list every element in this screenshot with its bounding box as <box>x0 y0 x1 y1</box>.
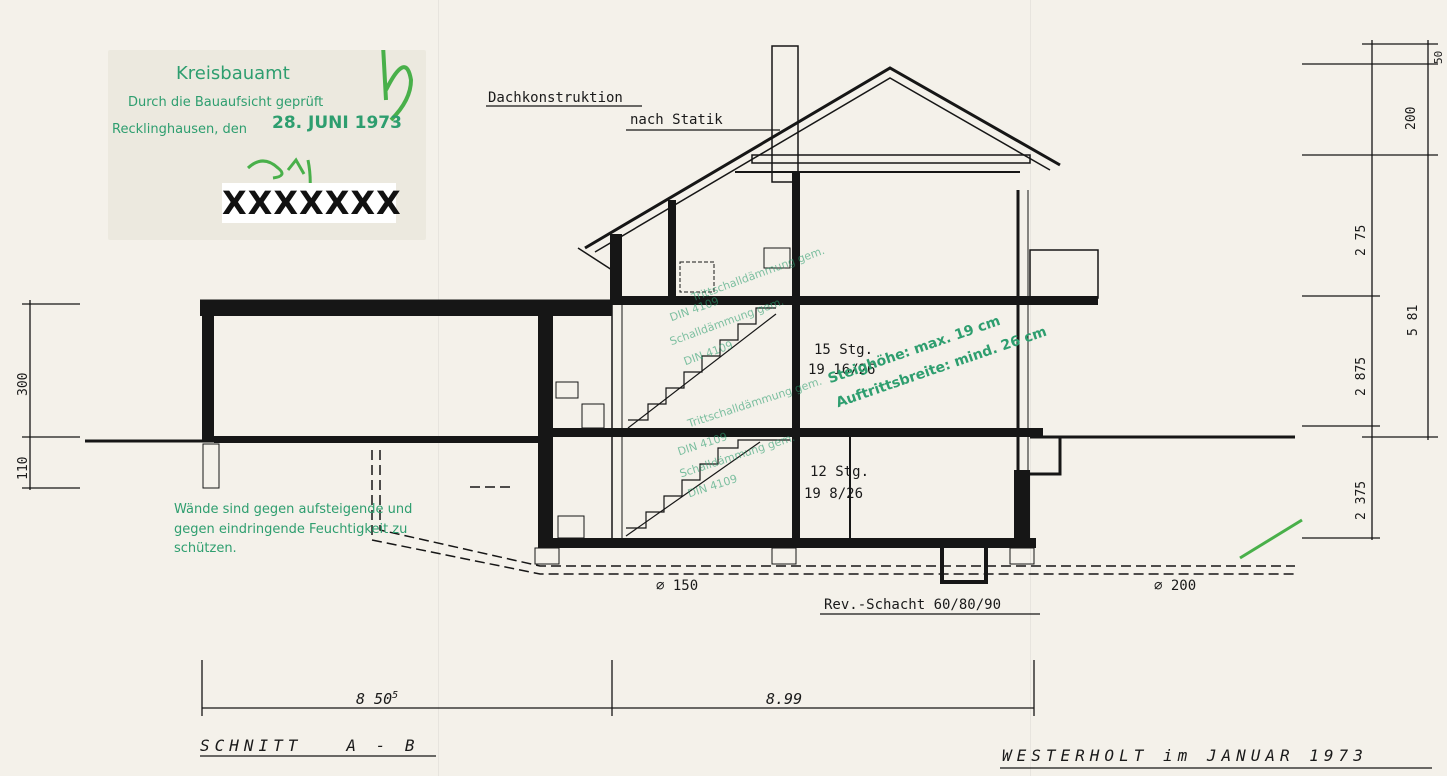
dim-left-upper: 300 <box>16 372 31 396</box>
dim-right-2875: 2 875 <box>1354 356 1369 396</box>
chimney <box>771 45 799 183</box>
roof-note-line1: Dachkonstruktion <box>488 90 623 106</box>
dim-bottom-left-main: 8 50 <box>356 690 393 708</box>
paper-fold <box>438 0 439 776</box>
section-title: SCHNITT A - B <box>200 736 420 755</box>
stairs-upper-count: 15 Stg. <box>814 342 874 358</box>
dim-right-50: 50 <box>1432 50 1445 64</box>
shaft-label: Rev.-Schacht 60/80/90 <box>824 597 1002 613</box>
stairs-upper-ratio: 19 16/26 <box>808 362 876 378</box>
basement-wall-left <box>538 316 553 544</box>
dim-left <box>22 300 80 490</box>
stairs-lower-ratio: 19 8/26 <box>804 486 864 502</box>
stamp-office: Kreisbauamt <box>176 63 290 84</box>
drain-pipes <box>371 450 1295 575</box>
stamp-date: 28. JUNI 1973 <box>272 113 402 133</box>
garage-floor <box>214 436 544 443</box>
dim-right-200: 200 <box>1404 106 1419 130</box>
moisture-note-3: schützen. <box>174 541 237 556</box>
stairs-lower <box>625 439 790 537</box>
pipe-left-label: ⌀ 150 <box>656 578 699 594</box>
redacted-name: XXXXXXX <box>222 183 402 223</box>
basement-floor <box>538 538 1036 548</box>
roof-left <box>584 66 1061 250</box>
garage-roof <box>200 300 612 316</box>
place-date: WESTERHOLT im JANUAR 1973 <box>1002 746 1368 765</box>
dim-right-2375: 2 375 <box>1354 480 1369 520</box>
dim-bottom-right: 8.99 <box>766 690 803 708</box>
moisture-note-2: gegen eindringende Feuchtigkeit zu <box>174 522 408 537</box>
pipe-right-label: ⌀ 200 <box>1154 578 1197 594</box>
inner-wall-left <box>610 234 622 304</box>
stamp-line1: Durch die Bauaufsicht geprüft <box>128 95 324 110</box>
stairs-upper <box>627 307 777 429</box>
moisture-note-1: Wände sind gegen aufsteigende und <box>174 502 413 517</box>
stairs-lower-count: 12 Stg. <box>810 464 870 480</box>
dim-bottom-left: 8 505 <box>356 690 398 708</box>
balcony <box>1029 249 1099 299</box>
dim-bottom-left-sup: 5 <box>392 690 399 701</box>
basement-wall-right <box>1014 470 1030 544</box>
garage-wall-left <box>202 316 214 442</box>
dim-right <box>1302 40 1438 540</box>
stamp-line2: Recklinghausen, den <box>112 122 248 137</box>
upper-floor-slab <box>612 296 1098 305</box>
ceiling-beam <box>751 154 1031 164</box>
dim-left-lower: 110 <box>16 456 31 480</box>
inspection-shaft <box>940 540 988 584</box>
dim-right-581: 5 81 <box>1406 304 1421 336</box>
dim-bottom <box>201 660 1035 716</box>
paper-fold <box>1030 0 1031 776</box>
roof-note-line2: nach Statik <box>630 112 723 128</box>
dim-right-275: 2 75 <box>1354 224 1369 256</box>
garage-foundation <box>202 443 220 489</box>
